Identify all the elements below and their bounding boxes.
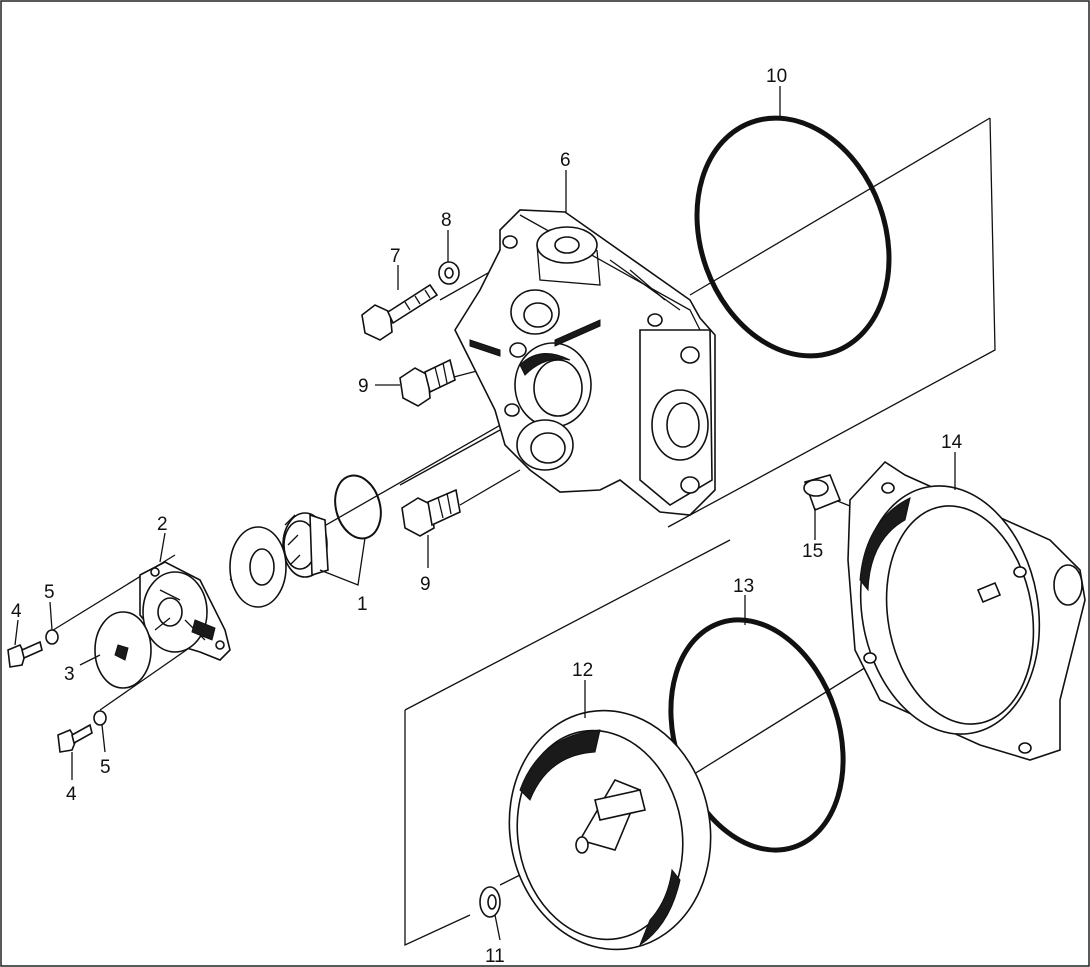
screw-upper-part-4 bbox=[7, 640, 43, 668]
seal-part-11 bbox=[479, 886, 501, 918]
gasket-part-3 bbox=[94, 611, 152, 689]
callout-11: 11 bbox=[485, 946, 505, 967]
callout-8: 8 bbox=[441, 210, 452, 231]
callout-10: 10 bbox=[766, 66, 787, 87]
callout-6: 6 bbox=[560, 150, 571, 171]
plug-part-15 bbox=[803, 474, 842, 512]
callout-9-upper: 9 bbox=[358, 376, 369, 397]
bolt-part-7 bbox=[361, 283, 439, 341]
callout-5-upper: 5 bbox=[44, 582, 55, 603]
leader-lines bbox=[14, 86, 956, 941]
plug-upper-part-9 bbox=[399, 358, 456, 407]
cover-part-2 bbox=[139, 561, 231, 661]
callout-14: 14 bbox=[941, 432, 963, 453]
impeller-part-12 bbox=[508, 709, 712, 951]
screw-lower-part-4 bbox=[57, 723, 93, 753]
callout-12: 12 bbox=[572, 660, 593, 681]
callout-5-lower: 5 bbox=[100, 757, 111, 778]
callout-13: 13 bbox=[733, 576, 754, 597]
callout-4-upper: 4 bbox=[11, 601, 22, 622]
washer-upper-part-5 bbox=[45, 629, 59, 645]
callout-4-lower: 4 bbox=[66, 784, 77, 805]
callout-9-lower: 9 bbox=[420, 574, 431, 595]
thermostat-assembly-part-1 bbox=[229, 474, 382, 608]
callout-3: 3 bbox=[64, 664, 75, 685]
rear-housing-part-14 bbox=[847, 460, 1086, 761]
callout-7: 7 bbox=[390, 246, 401, 267]
assembly-boundary-lower bbox=[404, 539, 731, 947]
washer-lower-part-5 bbox=[93, 710, 107, 726]
washer-part-8 bbox=[438, 261, 460, 285]
housing-body bbox=[454, 209, 716, 516]
callout-1: 1 bbox=[357, 594, 368, 615]
callout-15: 15 bbox=[802, 541, 823, 562]
plug-lower-part-9 bbox=[401, 488, 461, 537]
o-ring-large-upper bbox=[694, 115, 892, 359]
callout-2: 2 bbox=[157, 514, 168, 535]
assembly-boundary-upper bbox=[667, 117, 996, 528]
